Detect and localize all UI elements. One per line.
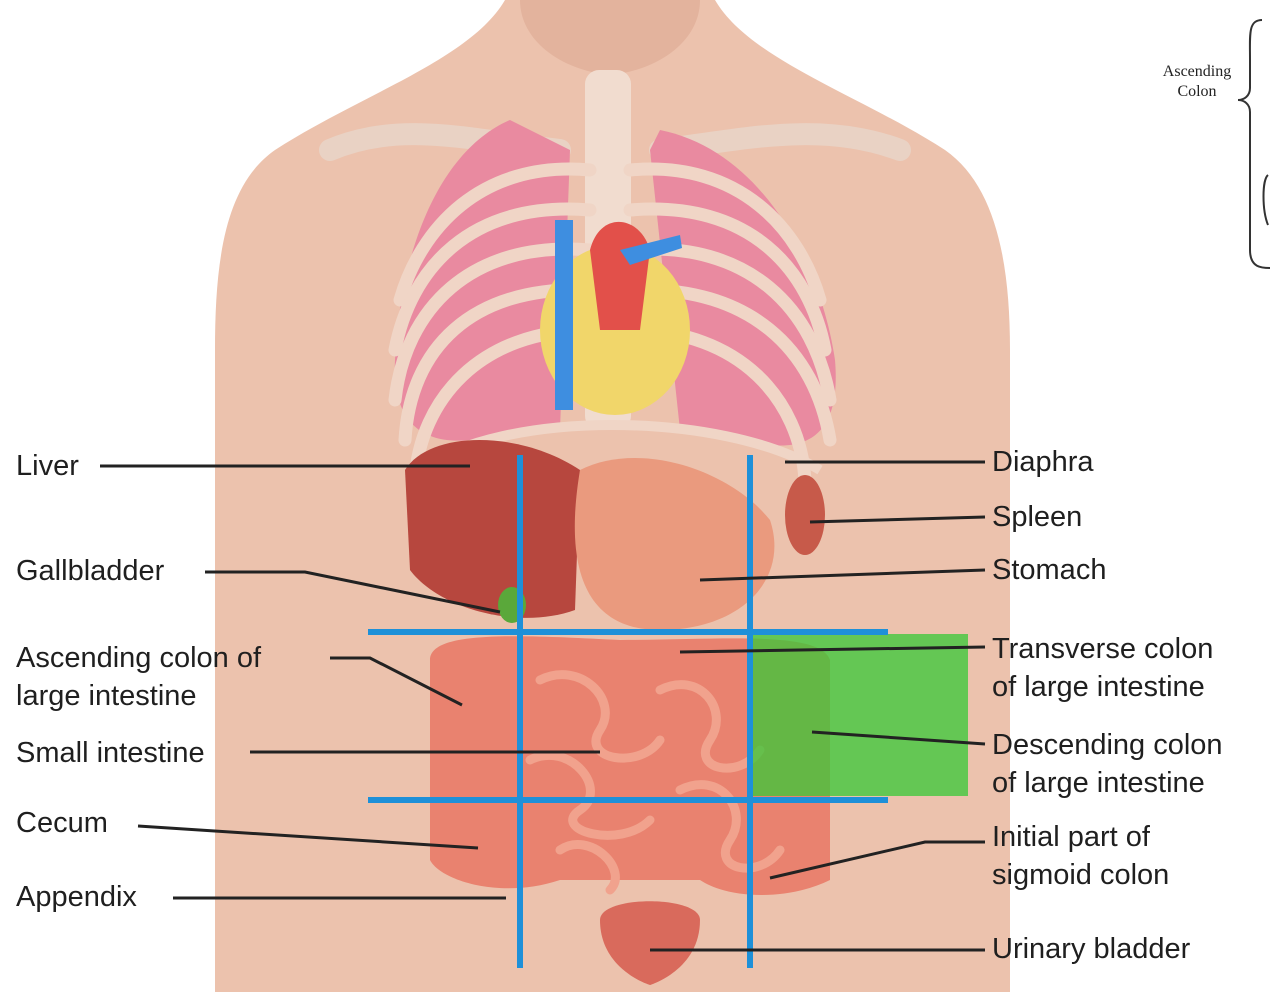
label-text: Spleen <box>992 498 1082 536</box>
label-stomach: Stomach <box>992 551 1106 589</box>
label-text: Stomach <box>992 551 1106 589</box>
aorta <box>590 222 650 330</box>
corner-brace-inner <box>1264 175 1269 225</box>
label-text: sigmoid colon <box>992 856 1169 894</box>
label-urinary-bladder: Urinary bladder <box>992 930 1190 968</box>
label-text: large intestine <box>16 677 261 715</box>
corner-label: Ascending Colon <box>1142 62 1252 102</box>
label-text: Ascending colon of <box>16 639 261 677</box>
label-text: of large intestine <box>992 668 1213 706</box>
label-text: Gallbladder <box>16 552 164 590</box>
label-small-intestine: Small intestine <box>16 734 205 772</box>
label-text: Descending colon <box>992 726 1223 764</box>
label-descending-colon: Descending colon of large intestine <box>992 726 1223 802</box>
corner-brace <box>1238 20 1270 268</box>
corner-label-line-1: Ascending <box>1163 63 1231 80</box>
label-cecum: Cecum <box>16 804 108 842</box>
label-text: Cecum <box>16 804 108 842</box>
label-gallbladder: Gallbladder <box>16 552 164 590</box>
descending-colon-highlight <box>752 634 968 796</box>
label-text: Appendix <box>16 878 137 916</box>
vena-cava <box>555 220 573 410</box>
label-appendix: Appendix <box>16 878 137 916</box>
label-transverse-colon: Transverse colon of large intestine <box>992 630 1213 706</box>
label-text: Liver <box>16 447 79 485</box>
label-liver: Liver <box>16 447 79 485</box>
label-text: Diaphra <box>992 443 1094 481</box>
label-ascending-colon: Ascending colon of large intestine <box>16 639 261 715</box>
label-spleen: Spleen <box>992 498 1082 536</box>
label-text: of large intestine <box>992 764 1223 802</box>
label-sigmoid-colon: Initial part of sigmoid colon <box>992 818 1169 894</box>
label-text: Small intestine <box>16 734 205 772</box>
label-diaphragm: Diaphra <box>992 443 1094 481</box>
corner-label-line-2: Colon <box>1177 83 1216 100</box>
spleen-organ <box>785 475 825 555</box>
label-text: Transverse colon <box>992 630 1213 668</box>
label-text: Urinary bladder <box>992 930 1190 968</box>
label-text: Initial part of <box>992 818 1169 856</box>
